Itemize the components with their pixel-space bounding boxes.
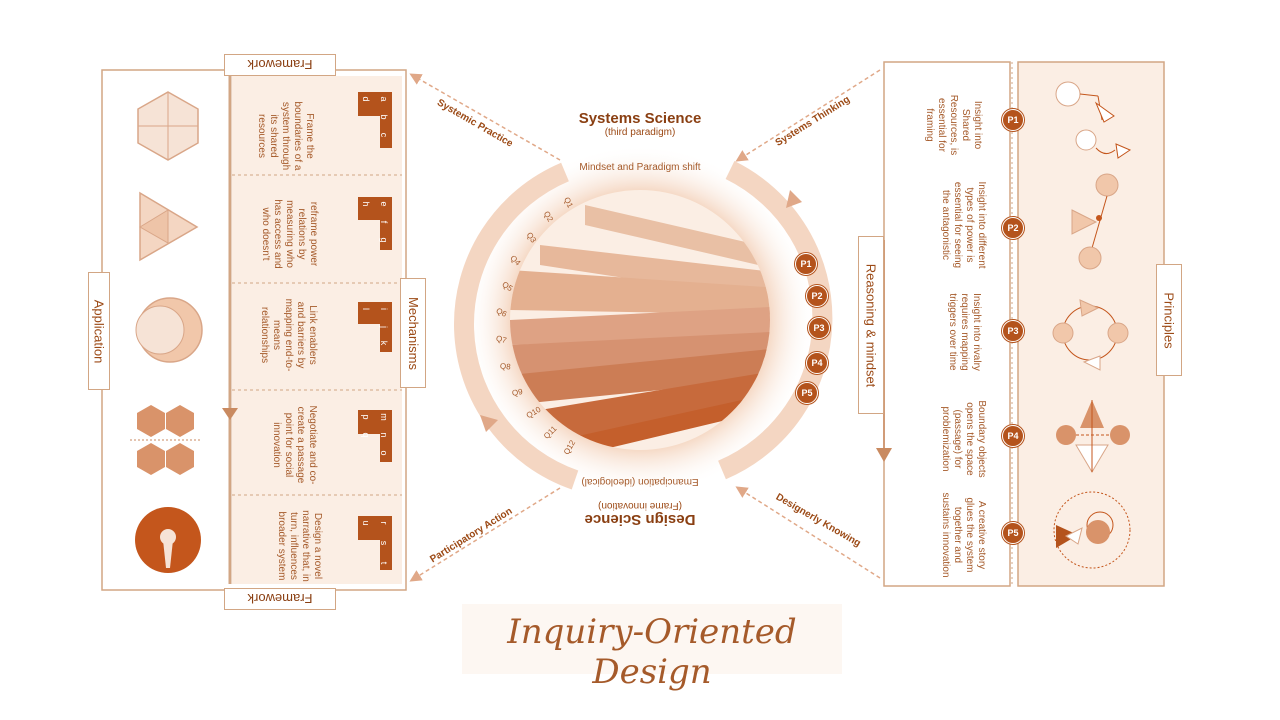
principle-icon-3 <box>1052 299 1129 371</box>
framework-bottom-label: Framework <box>224 588 336 610</box>
q-label: Q9 <box>511 387 524 398</box>
reasoning-label: Reasoning & mindset <box>858 236 884 414</box>
principles-label: Principles <box>1156 264 1182 376</box>
letter-blocks <box>358 92 392 570</box>
left-text-column <box>232 76 402 584</box>
principle-icon-5 <box>1053 491 1131 569</box>
center-badge-p1[interactable]: P1 <box>795 253 817 275</box>
hexagon-icon <box>137 91 199 161</box>
keyhole-circle-icon <box>135 507 201 573</box>
left-row-text-5: Design a novel narrative that, in turn, … <box>276 510 323 582</box>
left-row-text-4: Negotiate and co-create a passage point … <box>271 405 318 485</box>
top-caption: Mindset and Paradigm shift <box>579 162 701 173</box>
bottom-title-block: Design Science (Frame innovation) <box>560 500 720 528</box>
principle-badge-p1[interactable]: P1 <box>1002 109 1024 131</box>
q-label: Q8 <box>499 361 512 372</box>
circle-crescent-icon <box>135 297 203 363</box>
principle-badge-p4[interactable]: P4 <box>1002 425 1024 447</box>
principle-text-3: Insight into rivalry requires mapping tr… <box>947 293 982 371</box>
left-row-text-2: reframe power relations by measuring who… <box>260 199 319 269</box>
principle-badge-p5[interactable]: P5 <box>1002 522 1024 544</box>
left-row-text-3: Link enablers and barriers by mapping en… <box>259 298 318 372</box>
bottom-title: Design Science <box>584 511 696 528</box>
footer-title: Inquiry-Oriented Design <box>507 612 797 692</box>
principle-icon-4 <box>1056 400 1130 473</box>
double-hexagon-icon <box>130 405 202 475</box>
center-badge-p5[interactable]: P5 <box>796 382 818 404</box>
principle-text-2: Insight into different types of power is… <box>940 181 987 269</box>
principle-text-4: Boundary objects opens the space (passag… <box>940 400 987 478</box>
center-badge-p2[interactable]: P2 <box>806 285 828 307</box>
top-subtitle: (third paradigm) <box>604 127 676 138</box>
center-badge-p3[interactable]: P3 <box>808 317 830 339</box>
principle-text-1: Insight into Shared Resources, is essent… <box>924 94 983 156</box>
right-text-panel <box>883 61 1011 587</box>
center-bands <box>510 205 770 450</box>
mechanisms-label: Mechanisms <box>400 278 426 388</box>
principle-icon-1 <box>1055 81 1132 159</box>
principle-icon-2 <box>1071 173 1119 270</box>
right-icon-panel <box>1017 61 1165 587</box>
footer-frame <box>462 604 842 674</box>
center-badge-p4[interactable]: P4 <box>806 352 828 374</box>
principle-badge-p3[interactable]: P3 <box>1002 320 1024 342</box>
top-title-block: Systems Science (third paradigm) <box>560 110 720 138</box>
principle-text-5: A creative story glues the system togeth… <box>940 492 987 578</box>
left-ring-arc <box>454 162 579 490</box>
left-row-text-1: Frame the boundaries of a system through… <box>256 101 315 171</box>
bottom-caption: Emancipation (ideological) <box>581 476 699 487</box>
framework-top-label: Framework <box>224 54 336 76</box>
triangle-icon <box>139 191 199 262</box>
top-title: Systems Science <box>578 110 702 127</box>
bottom-subtitle: (Frame innovation) <box>598 500 682 511</box>
application-label: Application <box>88 272 110 390</box>
principle-badge-p2[interactable]: P2 <box>1002 217 1024 239</box>
